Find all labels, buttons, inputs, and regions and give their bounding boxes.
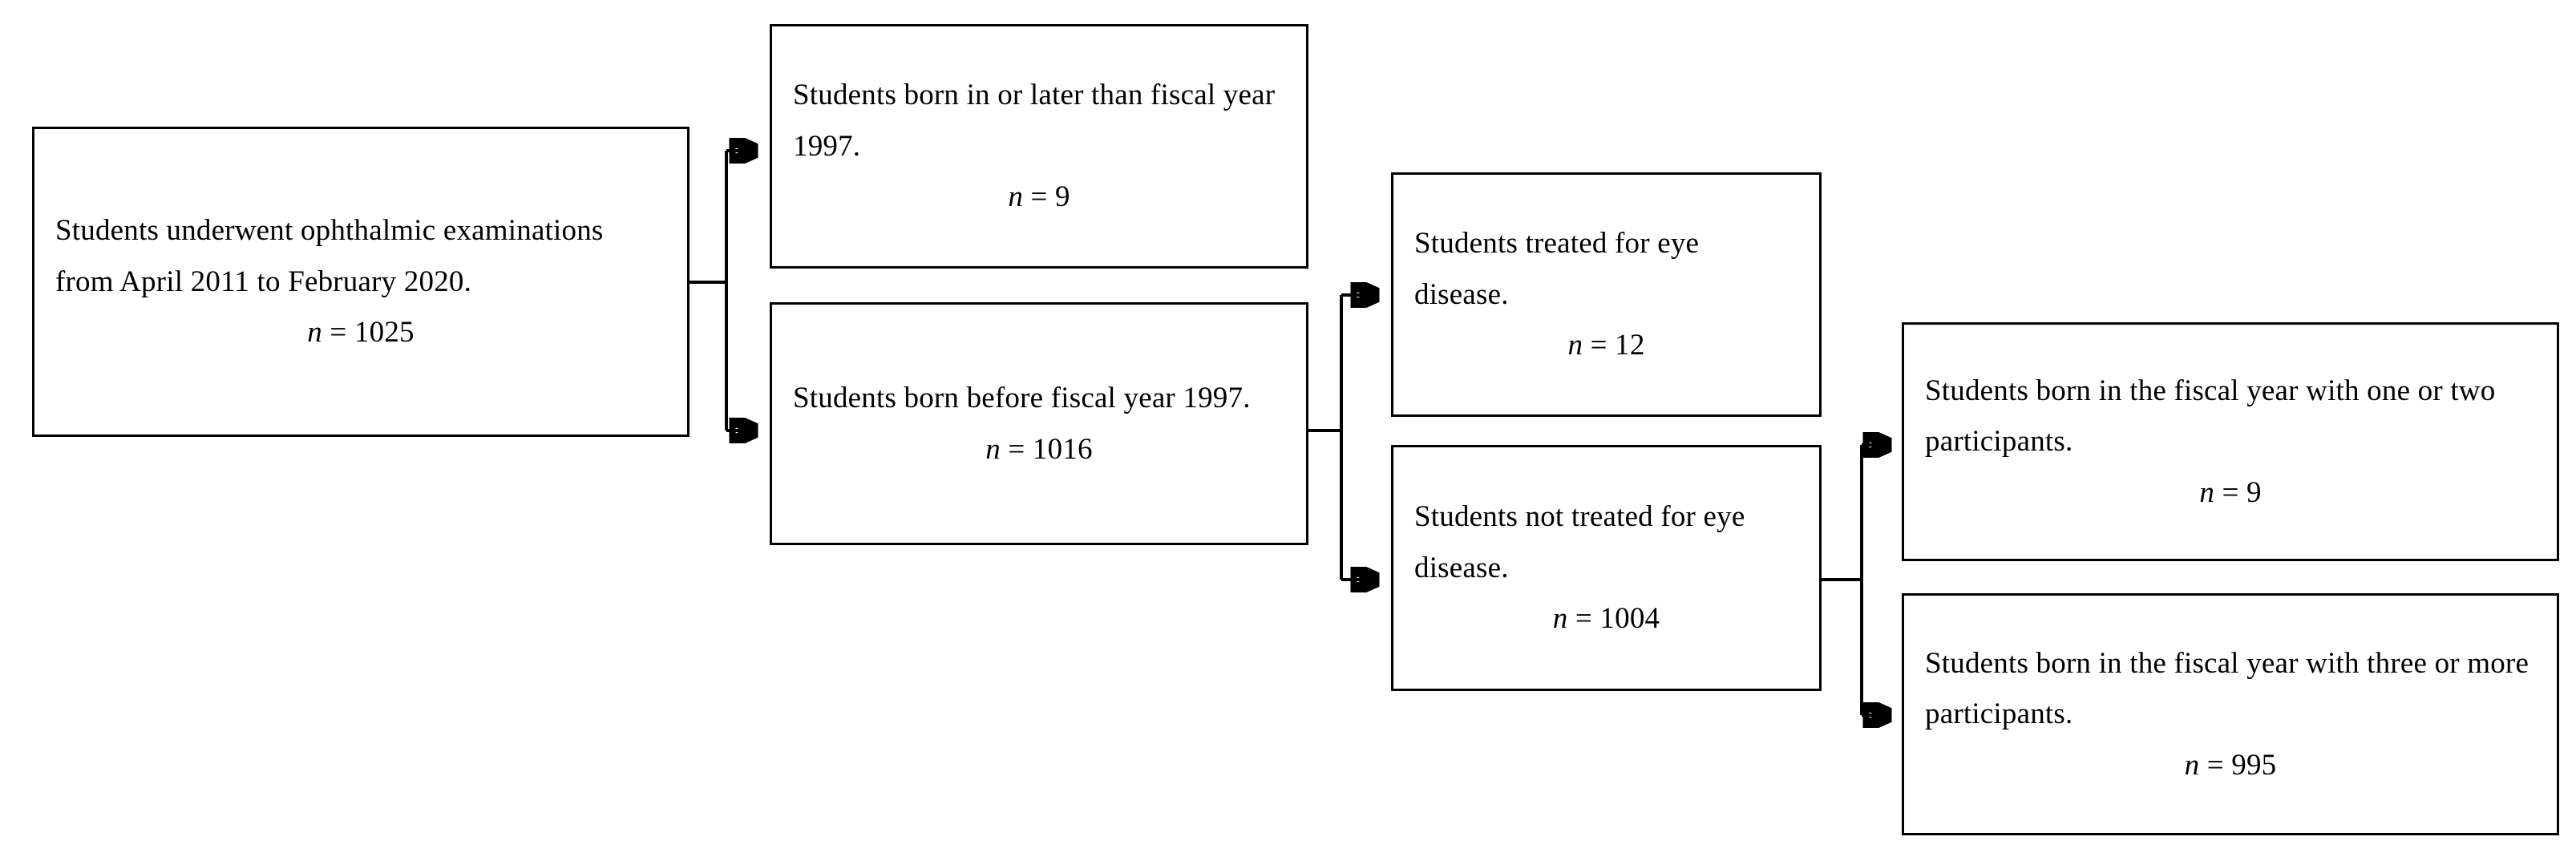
flow-node-text: Students treated for eye disease. — [1414, 227, 1707, 311]
edge-born-before-split — [1308, 295, 1378, 580]
flow-node-count: n = 12 — [1567, 329, 1645, 362]
flow-node-count: n = 9 — [1008, 180, 1070, 214]
flow-node-count: n = 1025 — [307, 316, 415, 350]
flow-node-count: n = 995 — [2184, 748, 2277, 782]
flow-node-count: n = 1016 — [985, 432, 1093, 466]
flow-node-students-treated-for-eye-disease[interactable]: Students treated for eye disease. n = 12 — [1391, 172, 1822, 417]
flow-node-text: Students not treated for eye disease. — [1414, 500, 1753, 584]
flow-node-text: Students underwent ophthalmic examinatio… — [55, 214, 611, 298]
flow-node-students-fiscal-year-one-or-two-participants[interactable]: Students born in the fiscal year with on… — [1902, 322, 2559, 561]
flow-node-text: Students born before fiscal year 1997. — [793, 381, 1251, 414]
flow-node-students-fiscal-year-three-or-more-participants[interactable]: Students born in the fiscal year with th… — [1902, 593, 2559, 835]
flow-node-count: n = 9 — [2199, 475, 2262, 509]
flow-node-text: Students born in or later than fiscal ye… — [793, 79, 1283, 163]
flow-node-text: Students born in the fiscal year with th… — [1925, 646, 2537, 731]
flow-node-students-born-in-or-later-than-1997[interactable]: Students born in or later than fiscal ye… — [770, 24, 1308, 269]
edge-not-treated-split — [1822, 445, 1891, 715]
flow-node-students-underwent-examinations[interactable]: Students underwent ophthalmic examinatio… — [32, 127, 689, 437]
flow-node-students-born-before-1997[interactable]: Students born before fiscal year 1997. n… — [770, 302, 1308, 545]
flow-node-students-not-treated-for-eye-disease[interactable]: Students not treated for eye disease. n … — [1391, 445, 1822, 691]
flow-node-text: Students born in the fiscal year with on… — [1925, 374, 2503, 459]
edge-enrolled-split — [689, 151, 757, 430]
flow-node-count: n = 1004 — [1552, 602, 1660, 636]
